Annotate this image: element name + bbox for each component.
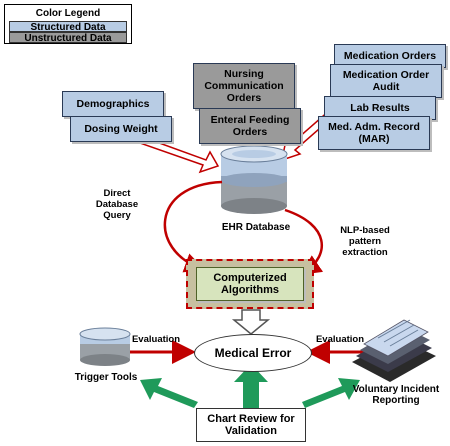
dosing-weight-box: Dosing Weight	[70, 116, 172, 142]
trigger-tools-database-icon	[79, 327, 131, 366]
incident-report-documents-icon	[352, 319, 436, 382]
evaluation-left-label: Evaluation	[131, 334, 181, 345]
legend-title: Color Legend	[35, 8, 101, 19]
demographics-box: Demographics	[62, 91, 164, 117]
color-legend: Color Legend Structured Data Unstructure…	[4, 4, 132, 44]
incident-reporting-label: Voluntary Incident Reporting	[352, 384, 440, 406]
nlp-extraction-label: NLP-based pattern extraction	[340, 225, 390, 258]
chart-review-box: Chart Review for Validation	[196, 408, 306, 442]
green-arrow-to-error	[234, 364, 268, 410]
algorithms-frame: Computerized Algorithms	[186, 259, 314, 309]
direct-query-label: Direct Database Query	[95, 188, 139, 221]
green-arrow-to-incident-reporting	[302, 378, 360, 408]
legend-unstructured: Unstructured Data	[9, 32, 127, 44]
ehr-database-cylinder	[220, 145, 288, 214]
trigger-tools-label: Trigger Tools	[74, 372, 138, 383]
nursing-orders-box: Nursing Communication Orders	[193, 63, 295, 109]
evaluation-right-label: Evaluation	[315, 334, 365, 345]
ehr-database-label: EHR Database	[221, 222, 291, 233]
medical-error-oval: Medical Error	[194, 334, 312, 372]
arrow-algorithms-to-error	[231, 309, 271, 335]
mar-box: Med. Adm. Record (MAR)	[318, 116, 430, 150]
medication-order-audit-box: Medication Order Audit	[330, 64, 442, 98]
computerized-algorithms-box: Computerized Algorithms	[196, 267, 304, 301]
green-arrow-to-trigger-tools	[140, 378, 198, 408]
legend-structured: Structured Data	[9, 21, 127, 33]
arrow-left-sources-to-db	[135, 135, 220, 174]
direct-query-arrow	[163, 180, 223, 273]
enteral-orders-box: Enteral Feeding Orders	[199, 108, 301, 144]
